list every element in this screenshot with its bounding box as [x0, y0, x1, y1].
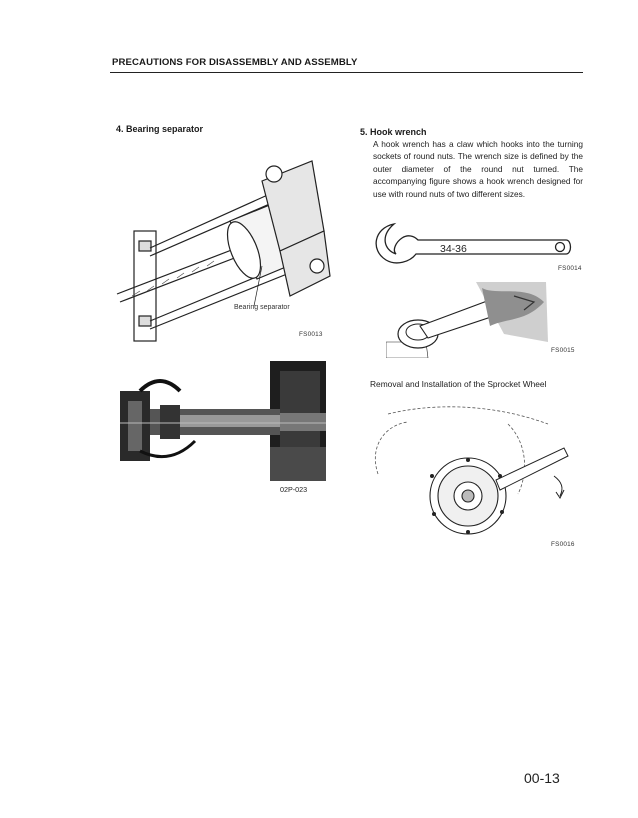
- sprocket-caption: Removal and Installation of the Sprocket…: [370, 379, 547, 389]
- section-5-body: A hook wrench has a claw which hooks int…: [373, 139, 583, 199]
- section-5-title: 5. Hook wrench: [360, 127, 427, 137]
- hook-wrench-drawing: 34-36: [375, 222, 572, 264]
- page-number: 00-13: [524, 770, 560, 786]
- bearing-separator-drawing: [116, 160, 331, 342]
- bearing-separator-label: Bearing separator: [234, 304, 290, 311]
- header-rule: [110, 72, 583, 73]
- figure-code-fs0016: FS0016: [551, 541, 575, 548]
- figure-code-fs0014: FS0014: [558, 265, 582, 272]
- figure-code-fs0013: FS0013: [299, 331, 323, 338]
- hook-wrench-in-use-drawing: [386, 282, 548, 358]
- wrench-marking: 34-36: [440, 243, 467, 255]
- figure-code-fs0015: FS0015: [551, 347, 575, 354]
- bearing-puller-photo: [120, 361, 326, 481]
- hook-wrench-figure: 34-36: [366, 216, 578, 268]
- sprocket-wheel-drawing: [375, 406, 569, 535]
- bearing-separator-figure: [112, 146, 332, 346]
- hook-wrench-in-use-figure: [386, 282, 552, 358]
- section-4-title: 4. Bearing separator: [116, 124, 204, 134]
- bearing-puller-photo-image: [120, 361, 326, 481]
- sprocket-wheel-figure: [368, 404, 578, 538]
- page-header-title: PRECAUTIONS FOR DISASSEMBLY AND ASSEMBLY: [112, 57, 358, 68]
- photo-code-02p023: 02P-023: [280, 485, 308, 494]
